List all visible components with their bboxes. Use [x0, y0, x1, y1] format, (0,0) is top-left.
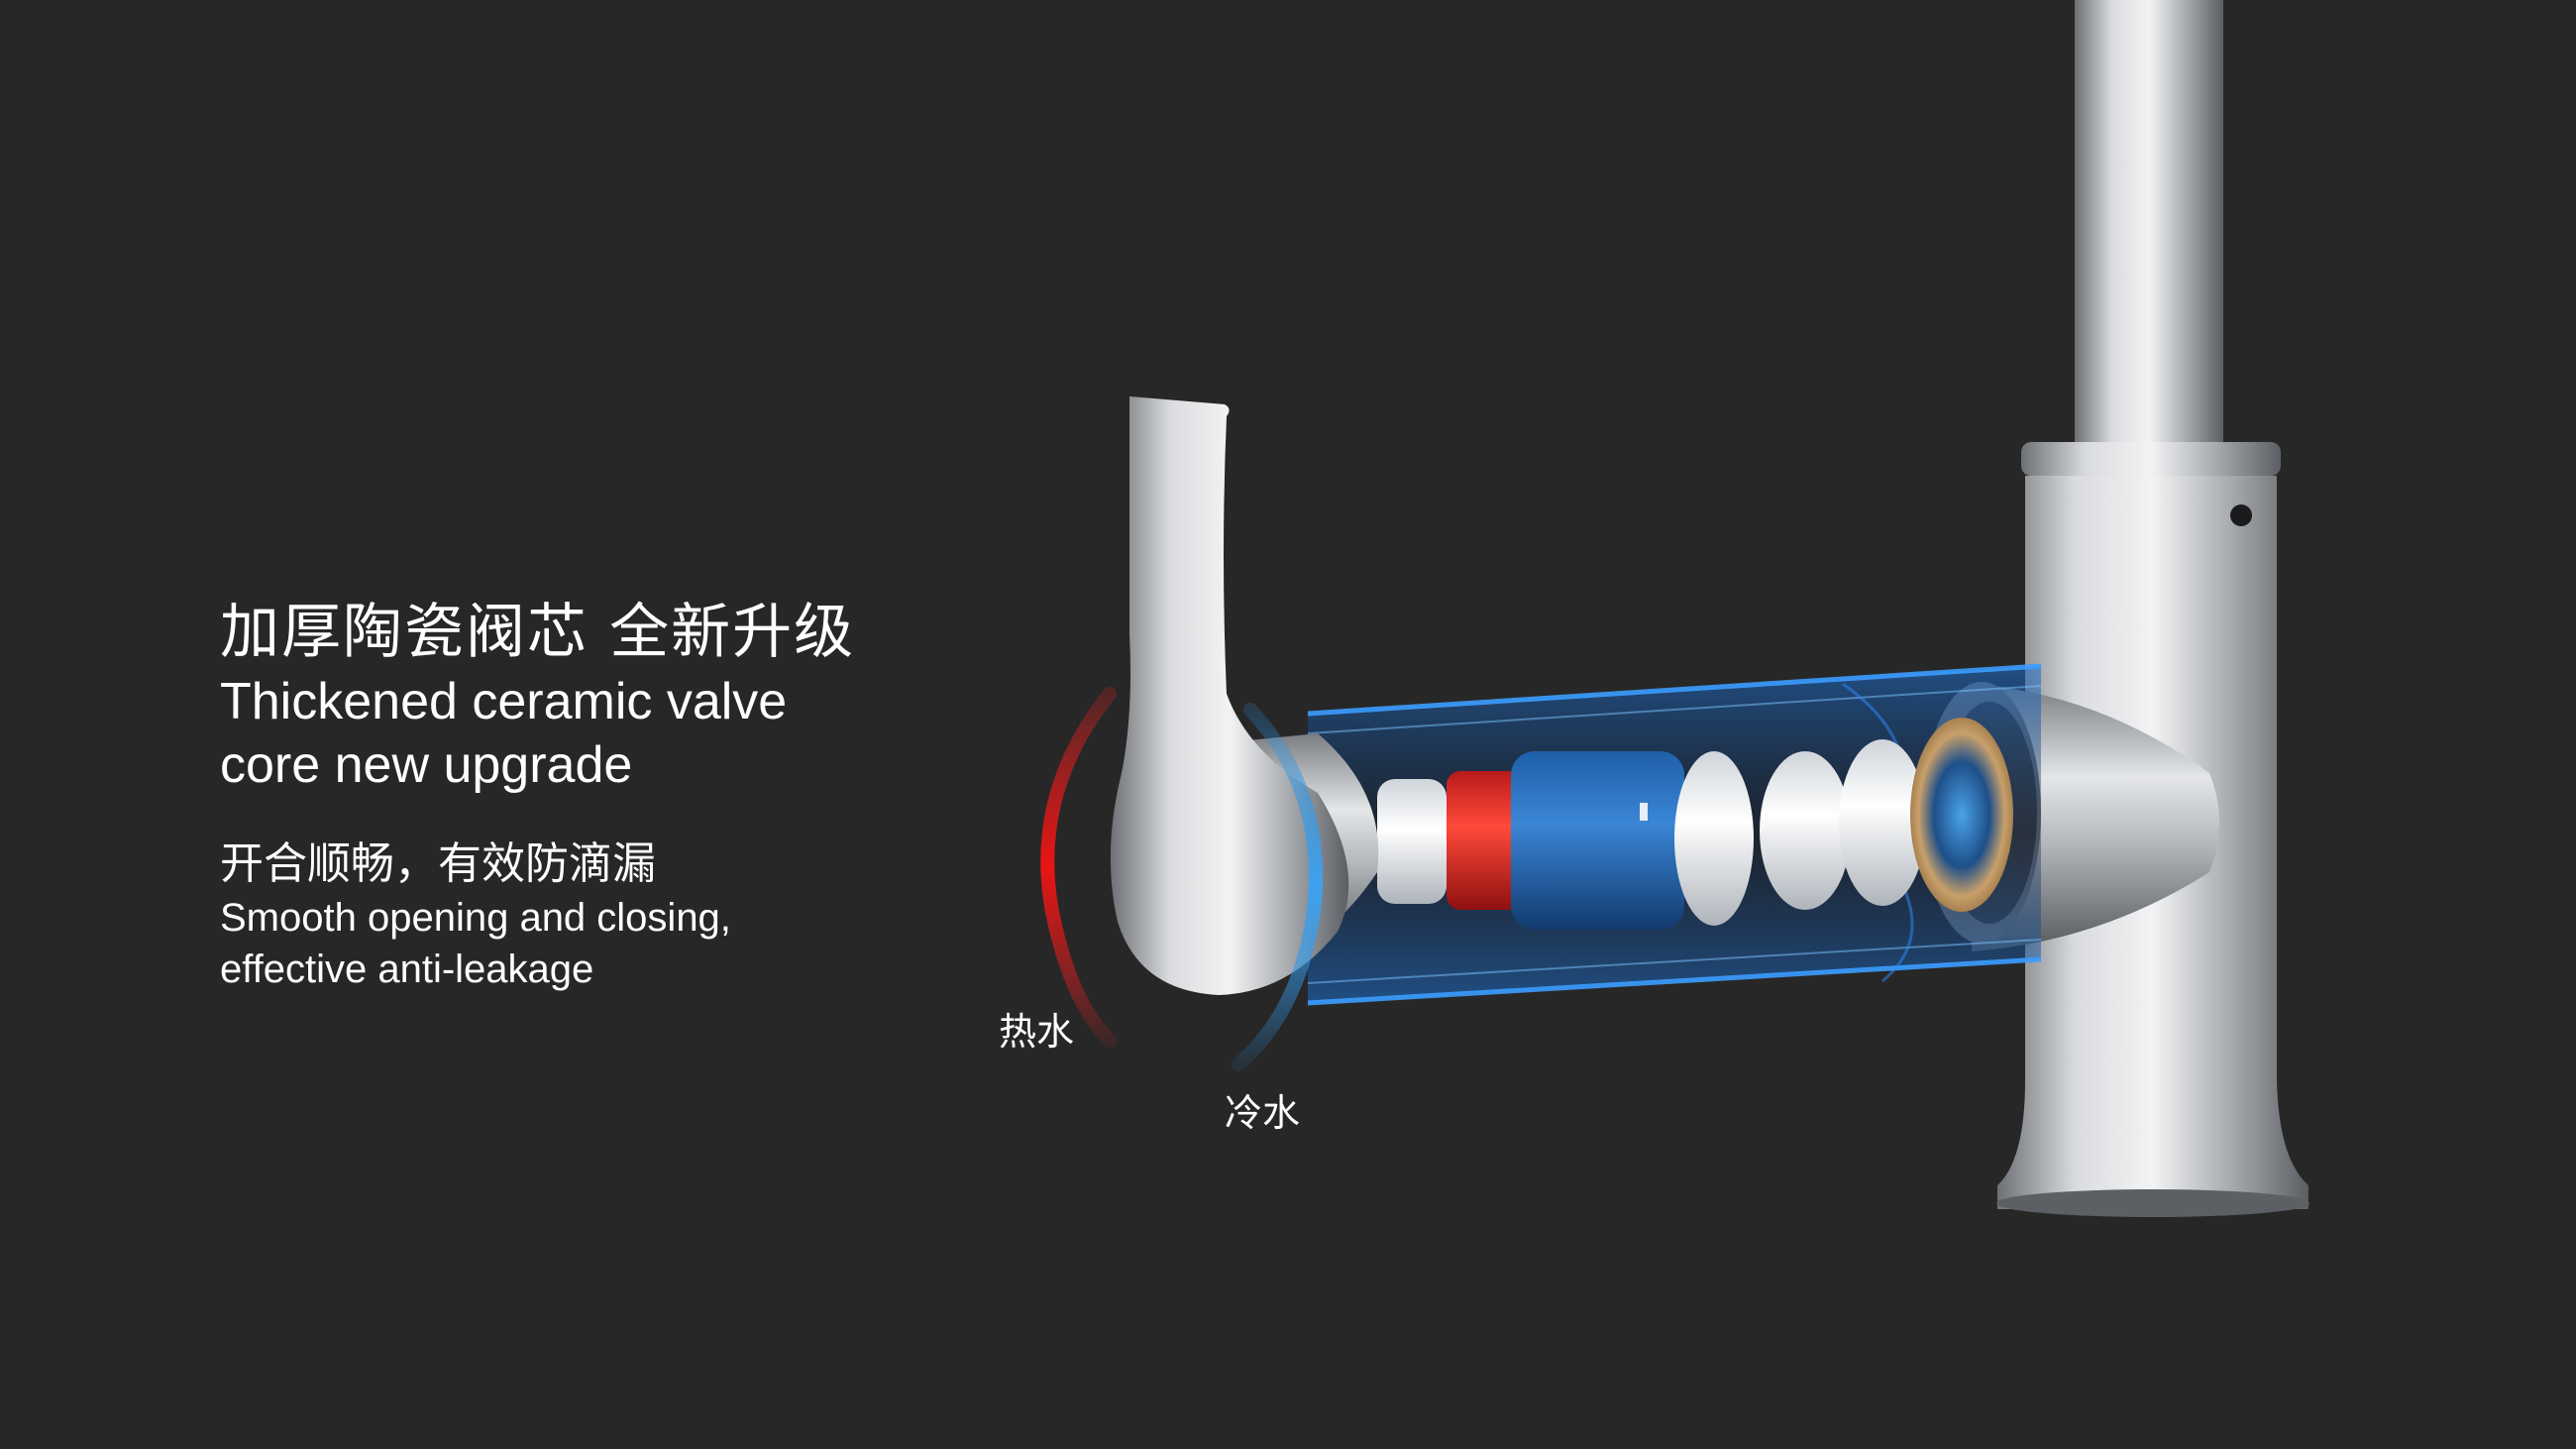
subheadline-english-line-1: Smooth opening and closing, — [220, 896, 731, 940]
headline-english-line-1: Thickened ceramic valve — [220, 673, 788, 730]
valve-core-parts — [1377, 718, 2013, 930]
red-seal-ring — [1447, 771, 1526, 910]
subheadline-english-line-2: effective anti-leakage — [220, 947, 594, 991]
hot-water-label: 热水 — [999, 1010, 1075, 1054]
ceramic-disc-3 — [1839, 739, 1926, 906]
hot-water-arc — [1040, 687, 1117, 1048]
cold-water-arc — [1232, 703, 1324, 1071]
ceramic-disc-1 — [1674, 751, 1754, 926]
headline-english-line-2: core new upgrade — [220, 736, 633, 794]
brass-valve-seat — [1910, 718, 2013, 912]
faucet-spout-pipe — [2075, 0, 2223, 456]
text-block: 加厚陶瓷阀芯 全新升级 Thickened ceramic valve core… — [220, 595, 1013, 995]
faucet-lever-handle[interactable] — [1110, 396, 1349, 995]
valve-stem-part — [1377, 779, 1447, 904]
subheadline-chinese: 开合顺畅，有效防滴漏 — [220, 838, 656, 889]
cold-water-label: 冷水 — [1225, 1091, 1301, 1135]
blue-valve-housing — [1511, 751, 1684, 930]
headline-chinese: 加厚陶瓷阀芯 全新升级 — [220, 598, 856, 667]
ceramic-disc-2 — [1760, 751, 1851, 910]
